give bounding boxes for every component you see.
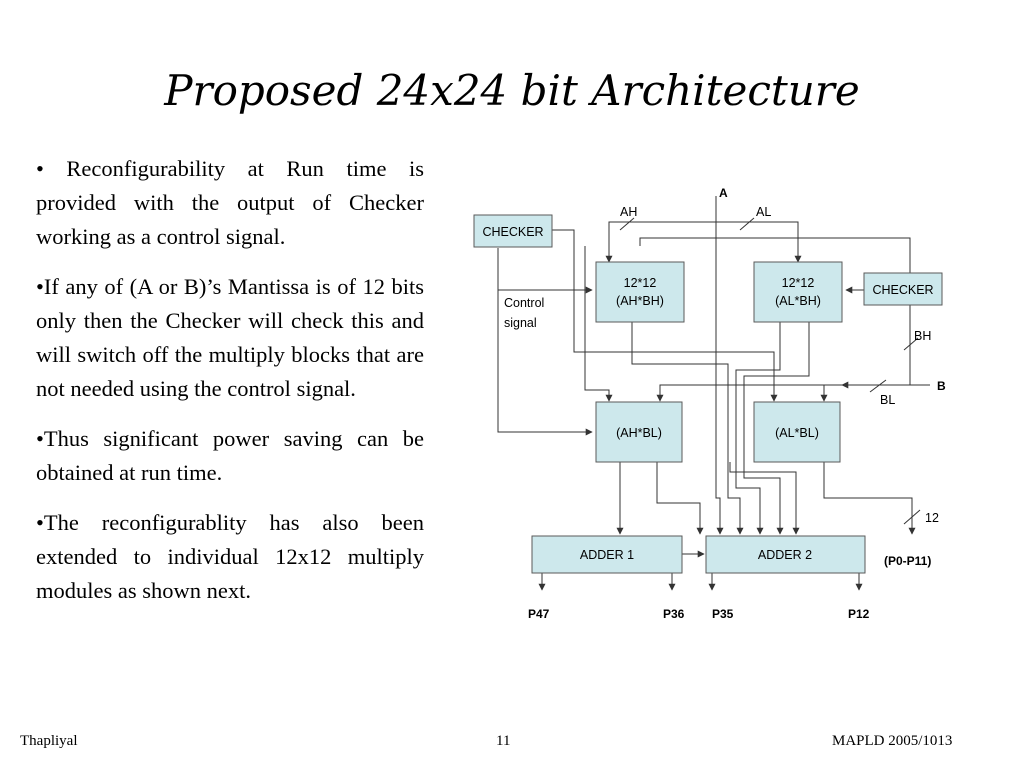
mult-ahbh-label-2: (AH*BH) xyxy=(616,294,664,308)
checker-top-block xyxy=(473,214,553,248)
footer-conference: MAPLD 2005/1013 xyxy=(832,733,953,749)
footer-author: Thapliyal xyxy=(20,733,78,749)
label-width-12: 12 xyxy=(925,511,939,525)
checker-right-block xyxy=(863,272,943,306)
slide-title: Proposed 24x24 bit Architecture xyxy=(164,66,860,115)
mult-ahbl-block xyxy=(595,401,683,463)
mult-albl-label: (AL*BL) xyxy=(775,426,819,440)
mult-ahbh-block xyxy=(595,261,685,323)
label-p12: P12 xyxy=(848,607,870,621)
wire-bl-to-albl xyxy=(820,384,842,402)
label-b: B xyxy=(937,379,946,393)
slash-12 xyxy=(903,509,921,525)
adder-1-label: ADDER 1 xyxy=(580,548,634,562)
label-p36: P36 xyxy=(663,607,685,621)
wire-ah-to-ahbl xyxy=(584,246,613,402)
adder-2-block xyxy=(705,535,866,574)
bullet-4: •The reconfigurablity has also been exte… xyxy=(36,510,424,603)
adder-1-block xyxy=(531,535,683,574)
label-ah: AH xyxy=(620,205,637,219)
label-control-2: signal xyxy=(504,316,537,330)
label-bl: BL xyxy=(880,393,895,407)
wire-ahbl-out xyxy=(656,462,704,535)
mult-albh-label-1: 12*12 xyxy=(782,276,815,290)
wire-control-ahbl xyxy=(497,290,593,436)
checker-top-label: CHECKER xyxy=(482,225,543,239)
wire-ahbh-out xyxy=(631,322,744,535)
label-p47: P47 xyxy=(528,607,550,621)
wire-a-down xyxy=(715,222,724,535)
wire-albh-out-1 xyxy=(735,322,781,535)
label-control-1: Control xyxy=(504,296,544,310)
mult-albh-label-2: (AL*BH) xyxy=(775,294,821,308)
wire-albl-out-1 xyxy=(729,462,800,535)
footer-page-number: 11 xyxy=(496,733,511,749)
bullet-list: • Reconfigurability at Run time is provi… xyxy=(36,152,424,624)
wire-al-to-albh xyxy=(716,221,802,263)
wire-albh-out-2 xyxy=(743,322,810,535)
slash-ah xyxy=(619,217,635,231)
bullet-3: •Thus significant power saving can be ob… xyxy=(36,426,424,485)
slash-al xyxy=(739,217,755,231)
bullet-1: • Reconfigurability at Run time is provi… xyxy=(36,156,424,249)
label-al: AL xyxy=(756,205,771,219)
wire-ah-to-ahbh xyxy=(605,221,716,263)
mult-ahbl-label: (AH*BL) xyxy=(616,426,662,440)
bullet-2: •If any of (A or B)’s Mantissa is of 12 … xyxy=(36,274,424,401)
mult-albh-block xyxy=(753,261,843,323)
wire-albl-low xyxy=(823,462,916,535)
slash-bh xyxy=(903,337,919,351)
wire-control-ahbh xyxy=(497,248,593,294)
label-p0-p11: (P0-P11) xyxy=(884,554,931,568)
mult-albl-block xyxy=(753,401,841,463)
mult-ahbh-label-1: 12*12 xyxy=(624,276,657,290)
slash-bl xyxy=(869,379,887,393)
wire-al-to-albl xyxy=(552,229,778,402)
wires xyxy=(497,196,930,591)
adder-2-label: ADDER 2 xyxy=(758,548,812,562)
label-p35: P35 xyxy=(712,607,734,621)
label-a: A xyxy=(719,186,728,200)
label-bh: BH xyxy=(914,329,931,343)
checker-right-label: CHECKER xyxy=(872,283,933,297)
